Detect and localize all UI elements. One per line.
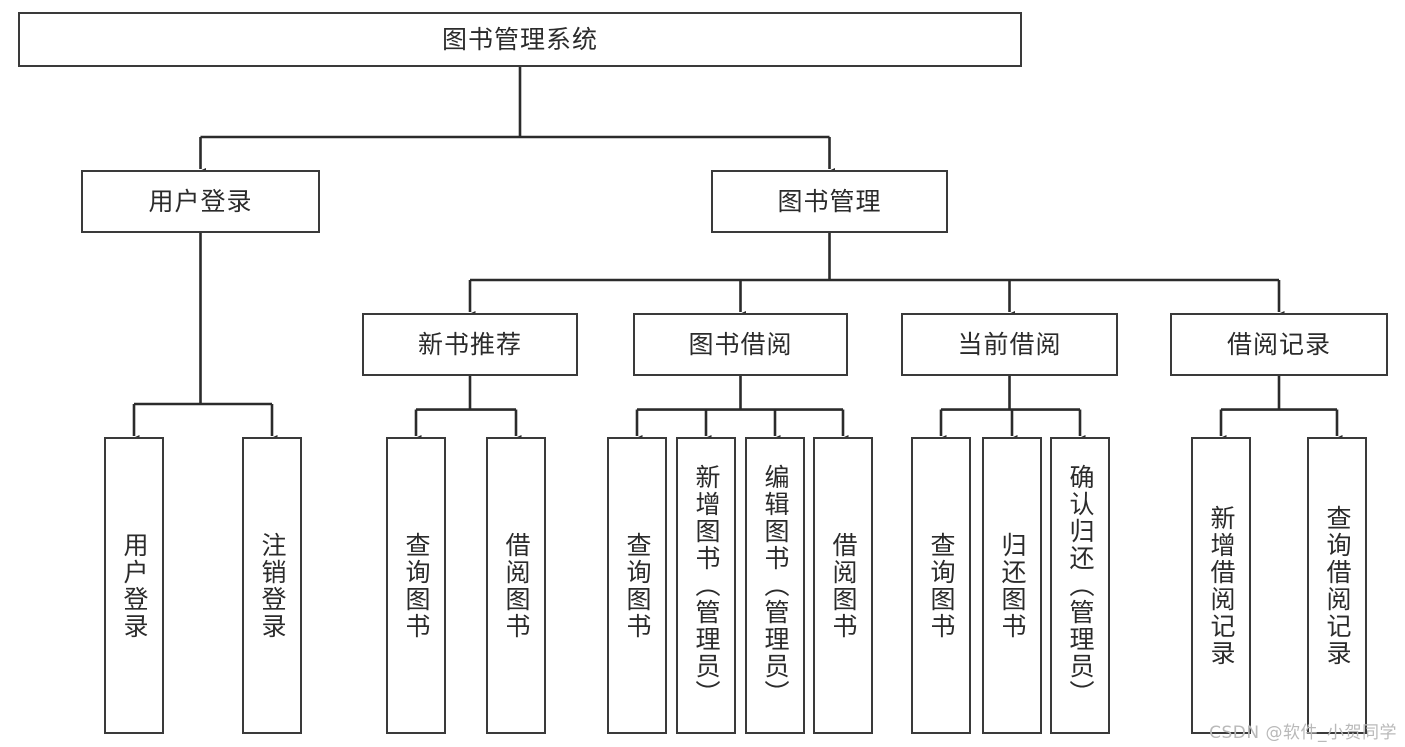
node-label: 查询借阅记录 [1323, 504, 1352, 667]
node-leaf-query-book-3[interactable]: 查询图书 [911, 437, 971, 734]
node-label: 查询图书 [927, 531, 956, 640]
node-leaf-query-book-1[interactable]: 查询图书 [386, 437, 446, 734]
node-label: 确认归还（管理员） [1066, 464, 1095, 707]
node-borrow-record[interactable]: 借阅记录 [1170, 313, 1388, 376]
node-label: 编辑图书（管理员） [761, 464, 790, 707]
node-label: 用户登录 [120, 531, 149, 640]
node-leaf-confirm-return-admin[interactable]: 确认归还（管理员） [1050, 437, 1110, 734]
node-leaf-add-book-admin[interactable]: 新增图书（管理员） [676, 437, 736, 734]
node-label: 图书借阅 [688, 329, 793, 359]
node-label: 图书管理 [777, 186, 882, 216]
node-label: 图书管理系统 [441, 24, 598, 54]
node-leaf-borrow-book-1[interactable]: 借阅图书 [486, 437, 546, 734]
node-label: 当前借阅 [957, 329, 1062, 359]
node-book-manage[interactable]: 图书管理 [711, 170, 948, 233]
node-book-borrow[interactable]: 图书借阅 [633, 313, 848, 376]
node-label: 借阅图书 [829, 531, 858, 640]
node-label: 借阅记录 [1226, 329, 1331, 359]
node-leaf-add-borrow-record[interactable]: 新增借阅记录 [1191, 437, 1251, 734]
csdn-watermark: CSDN @软件_小贺同学 [1209, 723, 1397, 743]
node-root[interactable]: 图书管理系统 [18, 12, 1022, 67]
node-label: 新增图书（管理员） [692, 464, 721, 707]
node-label: 查询图书 [623, 531, 652, 640]
node-leaf-return-book[interactable]: 归还图书 [982, 437, 1042, 734]
node-leaf-query-borrow-record[interactable]: 查询借阅记录 [1307, 437, 1367, 734]
node-user-login[interactable]: 用户登录 [81, 170, 320, 233]
node-leaf-user-login[interactable]: 用户登录 [104, 437, 164, 734]
node-leaf-query-book-2[interactable]: 查询图书 [607, 437, 667, 734]
node-leaf-edit-book-admin[interactable]: 编辑图书（管理员） [745, 437, 805, 734]
node-new-book-recommend[interactable]: 新书推荐 [362, 313, 578, 376]
node-current-borrow[interactable]: 当前借阅 [901, 313, 1118, 376]
node-label: 借阅图书 [502, 531, 531, 640]
node-label: 注销登录 [258, 531, 287, 640]
node-label: 查询图书 [402, 531, 431, 640]
node-label: 新书推荐 [417, 329, 522, 359]
node-leaf-borrow-book-2[interactable]: 借阅图书 [813, 437, 873, 734]
node-label: 新增借阅记录 [1207, 504, 1236, 667]
node-leaf-user-logout[interactable]: 注销登录 [242, 437, 302, 734]
node-label: 用户登录 [148, 186, 253, 216]
node-label: 归还图书 [998, 531, 1027, 640]
